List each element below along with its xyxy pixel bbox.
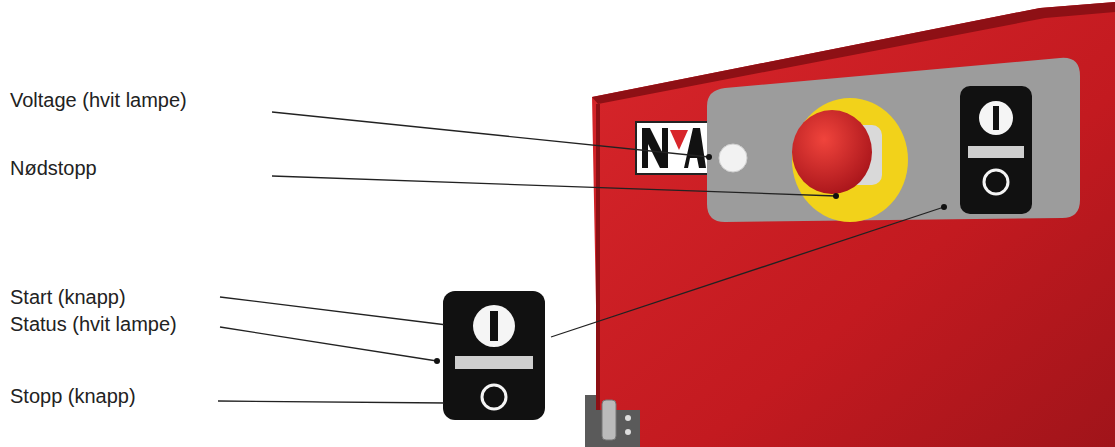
logo — [636, 122, 708, 174]
callout-label: Start (knapp) — [10, 286, 126, 309]
leader-lines — [218, 112, 944, 403]
control-plate — [707, 58, 1080, 222]
callout-label: Voltage (hvit lampe) — [10, 89, 187, 112]
hinge — [602, 400, 616, 440]
logo-mark — [642, 128, 706, 168]
button-module-detail — [443, 291, 545, 420]
button-module — [960, 86, 1032, 214]
machine-body — [592, 2, 1115, 447]
estop-button — [792, 110, 872, 194]
callout-label: Status (hvit lampe) — [10, 313, 177, 336]
leader-dots — [434, 154, 947, 406]
callout-label: Stopp (knapp) — [10, 385, 136, 408]
callout-label: Nødstopp — [10, 157, 97, 180]
voltage-lamp — [719, 144, 747, 172]
estop-collar — [792, 98, 908, 222]
